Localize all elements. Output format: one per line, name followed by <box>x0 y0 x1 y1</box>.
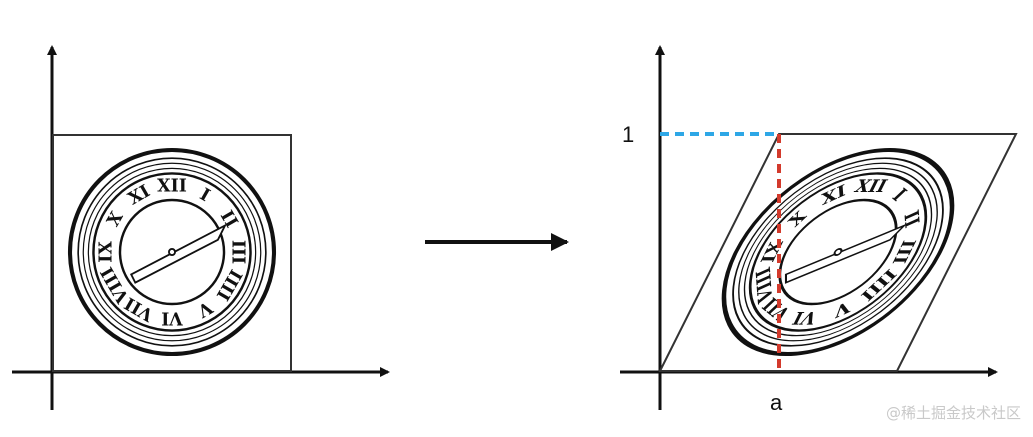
left-panel <box>12 45 390 410</box>
left-clock-image <box>70 150 274 354</box>
sheared-parallelogram <box>658 133 1018 372</box>
right-panel <box>620 45 1018 410</box>
right-clock-image <box>685 150 991 354</box>
left-square <box>52 134 292 372</box>
x-tick-label: a <box>770 390 783 415</box>
watermark: @稀土掘金技术社区 <box>885 404 1021 422</box>
y-tick-label: 1 <box>622 122 635 147</box>
